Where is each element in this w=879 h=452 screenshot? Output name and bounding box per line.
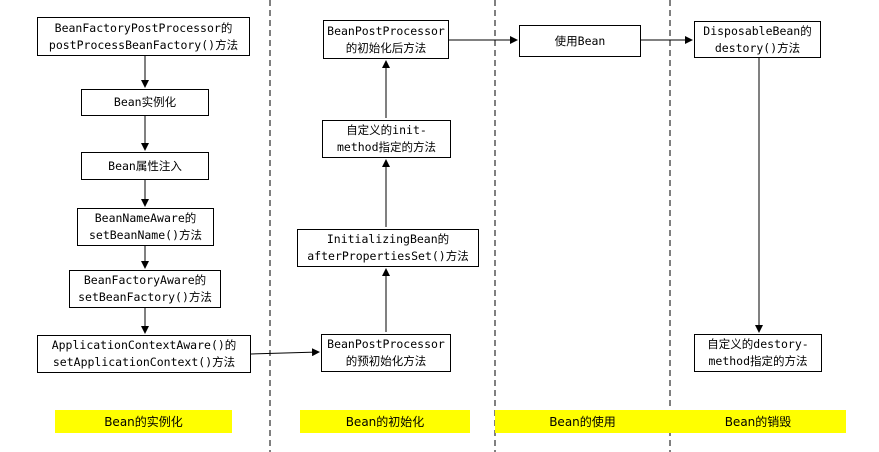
destroy-method-line2: method指定的方法 [708,354,808,368]
bean-name-aware-line1: BeanNameAware的 [94,211,197,225]
instantiate-node: Bean实例化 [81,89,209,116]
destroy-method-line1: 自定义的destory- [707,337,809,351]
initializing-bean-node: InitializingBean的 afterPropertiesSet()方法 [297,229,479,267]
init-method-line2: method指定的方法 [336,140,437,154]
initializing-bean-line2: afterPropertiesSet()方法 [307,249,469,263]
phase-label-initialization: Bean的初始化 [300,410,470,433]
bean-name-aware-node: BeanNameAware的 setBeanName()方法 [77,208,214,246]
bean-name-aware-line2: setBeanName()方法 [88,228,202,242]
bpp-after-node: BeanPostProcessor 的初始化后方法 [323,20,449,59]
use-bean-label: 使用Bean [554,33,606,48]
bpp-after-line2: 的初始化后方法 [345,40,427,55]
destroy-method-node: 自定义的destory- method指定的方法 [694,334,822,372]
bfpp-line1: BeanFactoryPostProcessor的 [54,20,233,35]
app-ctx-aware-node: ApplicationContextAware()的 setApplicatio… [37,335,251,373]
disposable-bean-line1: DisposableBean的 [703,23,812,38]
initializing-bean-line1: InitializingBean的 [326,232,450,246]
app-ctx-aware-line2: setApplicationContext()方法 [52,355,236,369]
populate-label: Bean属性注入 [108,158,182,173]
bean-factory-aware-node: BeanFactoryAware的 setBeanFactory()方法 [69,270,221,308]
bpp-before-line1: BeanPostProcessor [327,337,445,351]
disposable-bean-node: DisposableBean的 destory()方法 [694,21,821,58]
bfpp-line2: postProcessBeanFactory()方法 [48,37,239,52]
bpp-after-line1: BeanPostProcessor [327,23,445,38]
instantiate-label: Bean实例化 [113,95,177,109]
phase-label-usage: Bean的使用 [495,410,670,433]
init-method-node: 自定义的init- method指定的方法 [322,120,451,158]
bean-factory-aware-line1: BeanFactoryAware的 [83,273,207,287]
disposable-bean-line2: destory()方法 [714,40,801,55]
init-method-line1: 自定义的init- [346,123,427,137]
bpp-before-node: BeanPostProcessor 的预初始化方法 [321,334,451,372]
phase-label-destruction: Bean的销毁 [670,410,846,433]
use-bean-node: 使用Bean [519,25,641,57]
bean-factory-aware-line2: setBeanFactory()方法 [78,290,212,304]
bpp-before-line2: 的预初始化方法 [345,354,427,368]
app-ctx-aware-line1: ApplicationContextAware()的 [51,338,237,352]
arrow-appctxaware-to-bppbefore [250,348,320,357]
phase-label-instantiation: Bean的实例化 [55,410,232,433]
populate-node: Bean属性注入 [81,152,209,180]
bfpp-node: BeanFactoryPostProcessor的 postProcessBea… [37,17,250,56]
